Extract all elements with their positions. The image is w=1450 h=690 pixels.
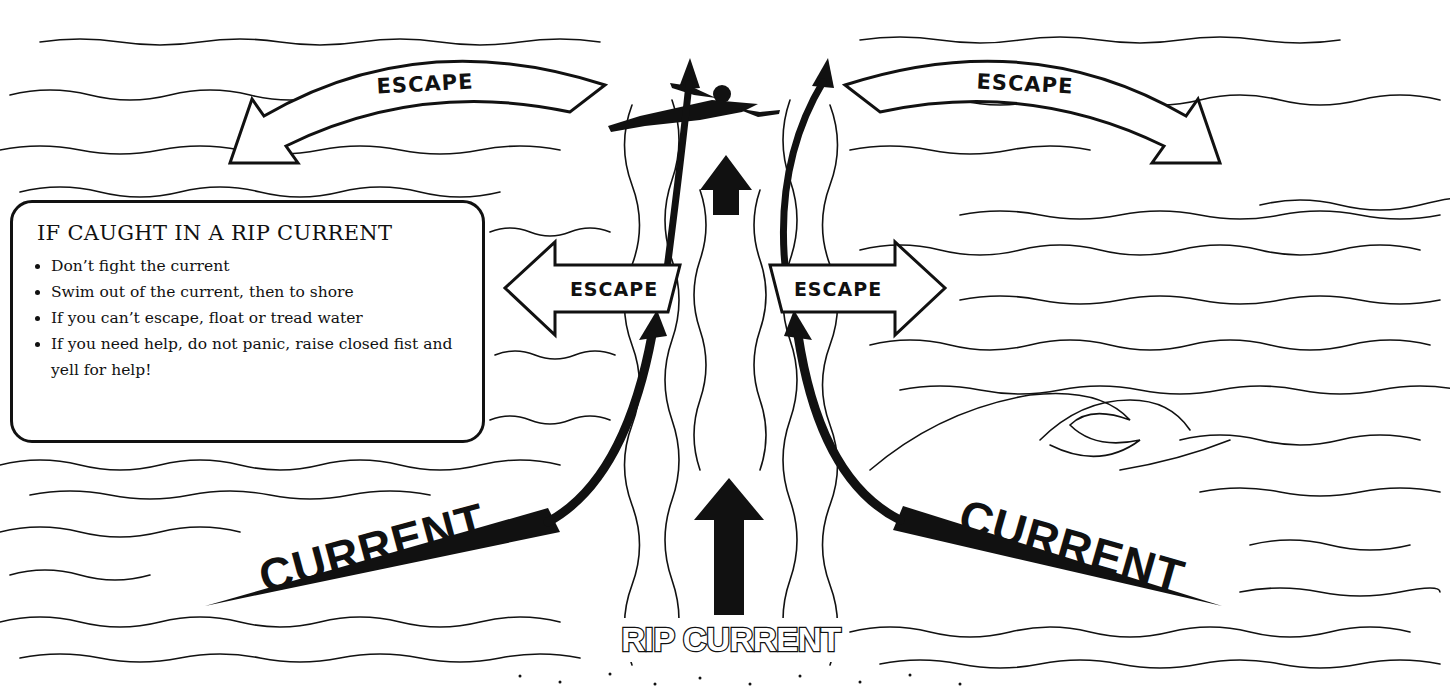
current-curve [783,82,823,292]
wave-line [20,187,500,197]
rip-label-clearing [615,618,847,662]
wave-line [0,527,240,537]
wave-line [860,37,1340,43]
escape-arrow-shape [215,40,615,175]
wave-line [870,340,1430,350]
wave-line [0,460,560,470]
wave-line [10,570,150,580]
escape-arrow-outline [845,61,1220,163]
escape-text: ESCAPE [976,69,1074,98]
sand-dot [654,683,657,686]
breaking-wave [1040,400,1190,440]
swimmer-arm [670,83,716,98]
wave-line [960,296,1440,304]
wave-line [960,211,1440,219]
escape-text: ESCAPE [794,278,882,300]
wave-line [490,228,610,236]
wave-line [1240,588,1440,596]
bullet-list: Don’t fight the currentSwim out of the c… [37,253,462,383]
current-label: CURRENT [953,488,1191,604]
sand-dot [559,681,562,684]
sand-dot [699,677,702,680]
wave-line [495,351,615,359]
bullet-item: If you need help, do not panic, raise cl… [51,331,462,383]
wave-line [20,654,580,662]
wave-line [900,386,1450,394]
escape-arrow-outline [770,242,945,335]
current-curve [798,335,900,520]
current-curve [664,84,689,292]
wave-line [1250,540,1410,550]
rip-swirl [754,190,766,470]
breaking-wave [870,393,1140,470]
sand-dot [519,675,522,678]
escape-text: ESCAPE [376,69,474,98]
escape-text: ESCAPE [570,278,658,300]
sand-dot [799,675,802,678]
escape-arrow: ESCAPE [835,40,1235,175]
escape-arrow-outline [230,61,605,163]
rip-swirl [694,190,706,470]
wave-line [850,627,1410,637]
sand-dot [749,683,752,686]
sand-dot [909,674,912,677]
wave-line [1200,488,1440,496]
rip-arrow [700,155,752,215]
sand-dot [609,673,612,676]
escape-arrow-shape [835,40,1235,175]
bullet-item: If you can’t escape, float or tread wate… [51,305,462,331]
escape-arrow: ESCAPE [500,236,685,340]
bullet-item: Swim out of the current, then to shore [51,279,462,305]
rip-arrow [694,478,764,615]
wave-line [490,416,610,424]
escape-arrow: ESCAPE [215,40,615,175]
wave-line [880,660,1440,668]
wave-line [850,146,1090,154]
box-heading: IF CAUGHT IN A RIP CURRENT [37,221,462,245]
wave-line [860,245,1420,255]
escape-arrow: ESCAPE [765,236,950,340]
swimmer-arm [735,108,780,117]
sand-dot [859,681,862,684]
wave-line [1260,198,1450,210]
wave-line [1180,435,1420,445]
breaking-wave [1120,440,1230,470]
rip-swirl [823,105,838,665]
wave-line [30,491,430,499]
instruction-box: IF CAUGHT IN A RIP CURRENT Don’t fight th… [10,200,485,443]
current-curve [548,335,652,522]
escape-arrow-outline [505,242,680,335]
swimmer-head [713,85,731,103]
rip-current-label: RIP CURRENT [621,621,840,659]
sand-dot [959,683,962,686]
current-label: CURRENT [253,492,491,604]
wave-line [40,39,600,45]
wave-line [0,617,560,627]
bullet-item: Don’t fight the current [51,253,462,279]
